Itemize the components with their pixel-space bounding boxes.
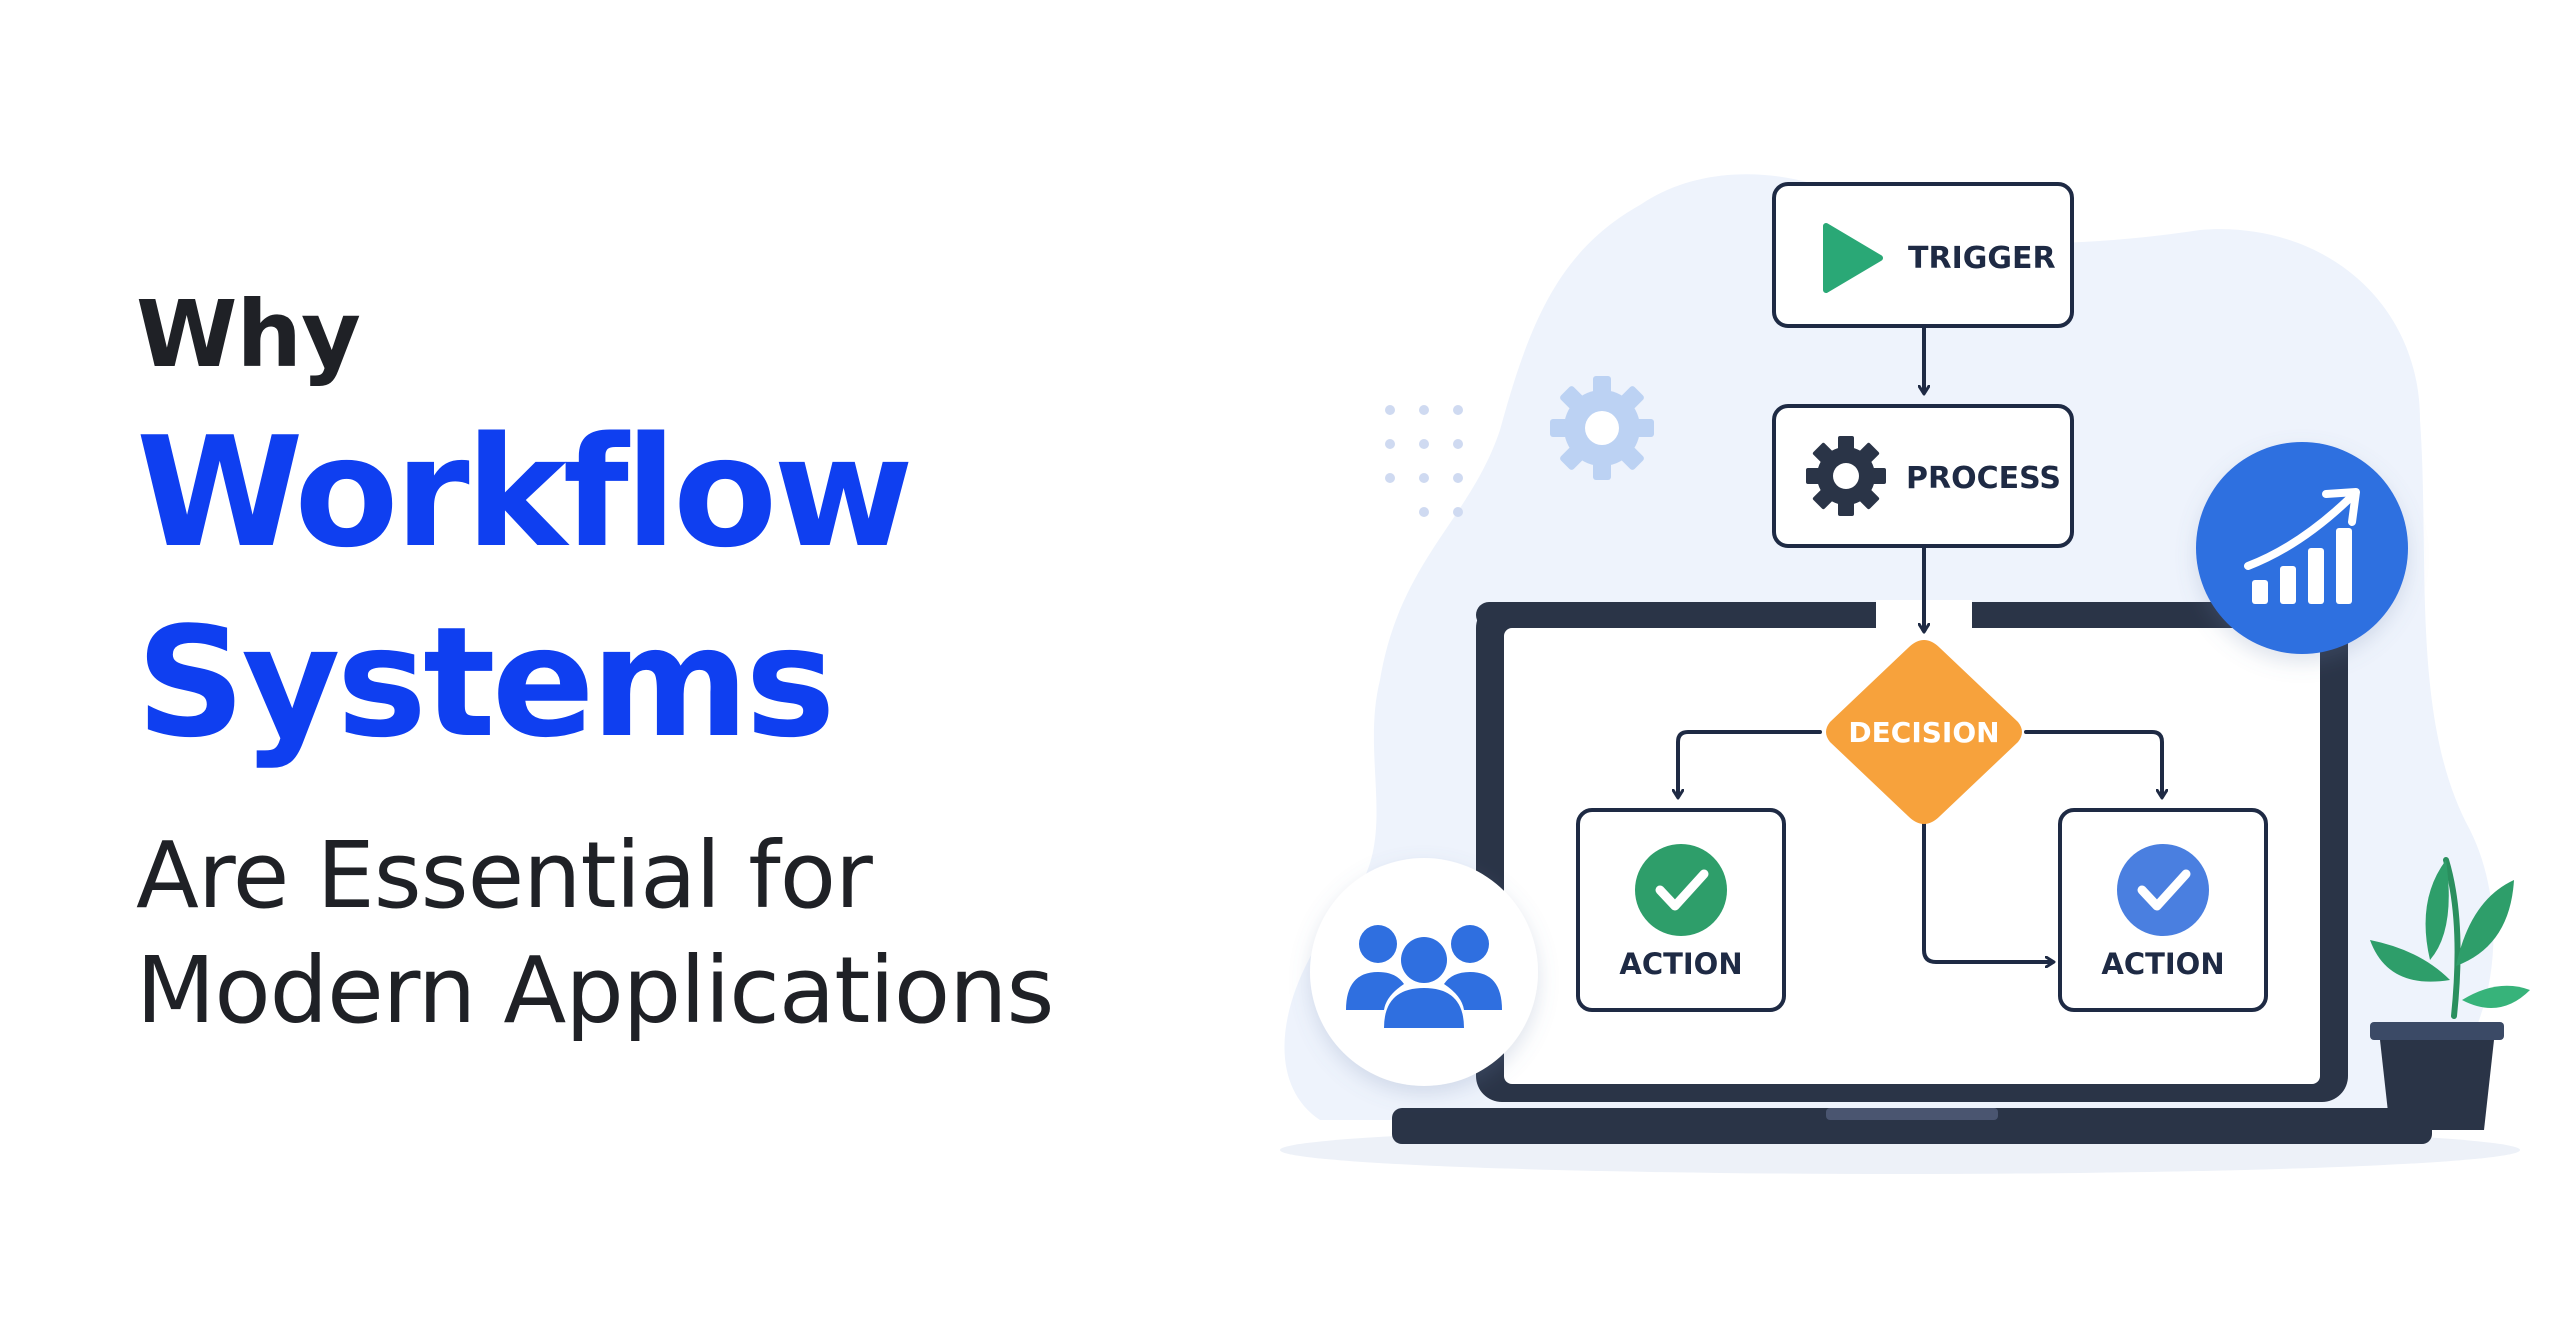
check-circle-icon bbox=[2117, 844, 2209, 936]
trigger-node: TRIGGER bbox=[1772, 182, 2074, 328]
growth-badge bbox=[2196, 442, 2408, 654]
decision-label: DECISION bbox=[1848, 716, 1999, 749]
dot-grid bbox=[1385, 405, 1463, 517]
headline: Why Workflow Systems Are Essential for M… bbox=[136, 280, 1054, 1048]
headline-systems: Systems bbox=[136, 594, 836, 771]
bar-chart-trend-icon bbox=[2244, 488, 2360, 604]
decision-node: DECISION bbox=[1826, 640, 2022, 824]
play-icon bbox=[1823, 223, 1883, 293]
action-node-left: ACTION bbox=[1576, 808, 1786, 1012]
action-right-label: ACTION bbox=[2101, 947, 2224, 981]
laptop-notch bbox=[1826, 1108, 1998, 1120]
action-node-right: ACTION bbox=[2058, 808, 2268, 1012]
potted-plant-icon bbox=[2370, 857, 2530, 1130]
headline-why: Why bbox=[136, 281, 361, 388]
trigger-label: TRIGGER bbox=[1908, 241, 2056, 276]
users-group-icon bbox=[1346, 925, 1502, 1028]
action-left-label: ACTION bbox=[1619, 947, 1742, 981]
headline-are-essential: Are Essential for bbox=[136, 822, 873, 929]
process-label: PROCESS bbox=[1906, 461, 2061, 496]
decorative-gear-icon bbox=[1550, 376, 1654, 480]
gear-icon bbox=[1806, 436, 1886, 516]
headline-modern-applications: Modern Applications bbox=[136, 937, 1054, 1044]
process-node: PROCESS bbox=[1772, 404, 2074, 548]
laptop-base bbox=[1392, 1108, 2432, 1144]
check-circle-icon bbox=[1635, 844, 1727, 936]
headline-workflow: Workflow bbox=[136, 404, 914, 581]
